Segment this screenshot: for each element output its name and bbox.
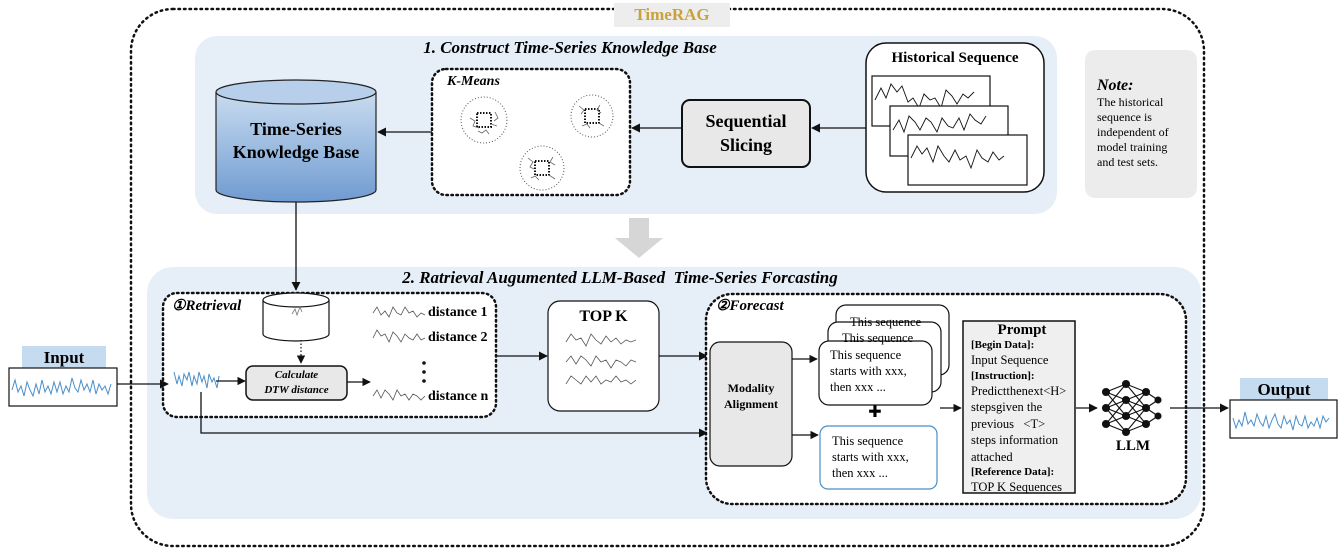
title-backing [614, 3, 730, 27]
seq-input-line-2: starts with xxx, [832, 450, 909, 464]
dtw-box [245, 365, 348, 401]
topk-series [565, 333, 637, 385]
llm-label: LLM [1115, 438, 1151, 454]
stage1-heading: 1. Construct Time-Series Knowledge Base [423, 38, 717, 57]
prompt-title: Prompt [997, 322, 1047, 338]
retrieval-input-series [173, 371, 220, 389]
retrieval-label: ①Retrieval [172, 298, 242, 314]
seq-front-line-1: This sequence [830, 348, 902, 362]
note-title: Note: [1097, 77, 1134, 94]
seq-front-line-2: starts with xxx, [830, 364, 907, 378]
seq-doc-front [818, 340, 933, 406]
note-text: Note: The historical sequence is indepen… [1097, 76, 1195, 170]
prompt-text-line: stepsgiven the [971, 400, 1043, 414]
dtw-line-1: Calculate [274, 369, 319, 381]
prompt-content: Prompt [Begin Data]: Input Sequence [Instr… [971, 322, 1073, 496]
note-line-1: The historical [1097, 95, 1164, 109]
seq-doc-back-text: This sequence [850, 315, 922, 329]
input-series-line [11, 377, 112, 398]
input-label-bg [22, 346, 106, 369]
topk-label: TOP K [579, 308, 628, 325]
arrow-input-to-modality [200, 392, 708, 438]
small-db-cylinder [262, 292, 330, 342]
note-line-5: and test sets. [1097, 155, 1158, 169]
distance-series [372, 306, 426, 401]
output-series-line [1232, 411, 1330, 431]
diagram-title: TimeRAG [634, 5, 710, 24]
dtw-line-2: DTW distance [264, 384, 329, 396]
cluster-3 [519, 145, 565, 191]
output-label: Output [1257, 380, 1311, 399]
knowledge-base-line-2: Knowledge Base [232, 142, 360, 162]
prompt-box [962, 320, 1076, 494]
prompt-tag-line: [Begin Data]: [971, 339, 1035, 351]
modality-box [709, 341, 793, 467]
slicing-line-2: Slicing [719, 135, 772, 155]
note-line-2: sequence is [1097, 110, 1152, 124]
slicing-box [681, 99, 811, 168]
modality-line-1: Modality [727, 381, 775, 395]
output-label-bg [1240, 378, 1328, 401]
modality-line-2: Alignment [724, 397, 778, 411]
prompt-text-line: attached [971, 449, 1013, 464]
plus-icon: ✚ [868, 404, 882, 421]
note-line-4: model training [1097, 140, 1168, 154]
cluster-1 [460, 96, 508, 144]
prompt-lines: [Begin Data]: Input Sequence [Instruction]… [971, 338, 1073, 496]
historical-label: Historical Sequence [891, 50, 1019, 66]
note-line-3: independent of [1097, 125, 1169, 139]
knowledge-base-line-1: Time-Series [250, 119, 342, 139]
prompt-text-line: Input Sequence [971, 353, 1049, 367]
stage-transition-arrow [615, 218, 663, 258]
seq-doc-input-text: This sequence starts with xxx, then xxx … [832, 433, 909, 481]
seq-front-line-3: then xxx ... [830, 380, 886, 394]
slicing-label: Sequential Slicing [682, 109, 810, 157]
stage2-heading: 2. Ratrieval Augumented LLM-Based Time-S… [402, 268, 838, 287]
seq-input-line-3: then xxx ... [832, 466, 888, 480]
input-label: Input [43, 348, 85, 367]
dtw-label: Calculate DTW distance [246, 368, 347, 398]
prompt-text-line: previous <T> [971, 416, 1046, 431]
prompt-tag-line: [Instruction]: [971, 369, 1035, 382]
forecast-label: ②Forecast [716, 298, 784, 314]
input-series-box [8, 367, 118, 407]
knowledge-base-label: Time-Series Knowledge Base [216, 118, 376, 164]
modality-label: Modality Alignment [710, 380, 792, 412]
cluster-2 [570, 94, 614, 138]
prompt-text-line: TOP K Sequences [971, 480, 1062, 494]
seq-doc-input [819, 425, 938, 490]
kmeans-label: K-Means [447, 74, 500, 89]
seq-input-line-1: This sequence [832, 434, 904, 448]
llm-network-icon [1101, 379, 1162, 437]
distance-label-2: distance 2 [428, 330, 488, 345]
prompt-tag-line: [Reference Data]: [971, 466, 1055, 478]
slicing-line-1: Sequential [705, 111, 787, 131]
historical-series-stack [871, 75, 1028, 186]
note-box [1085, 50, 1197, 198]
prompt-text-line: steps information [971, 433, 1059, 447]
seq-doc-front-text: This sequence starts with xxx, then xxx … [830, 347, 907, 395]
seq-doc-mid-text: This sequence [842, 331, 914, 345]
distance-label-1: distance 1 [428, 305, 488, 320]
distance-label-n: distance n [428, 389, 489, 404]
prompt-text-line: Predictthenext<H> [971, 383, 1067, 398]
